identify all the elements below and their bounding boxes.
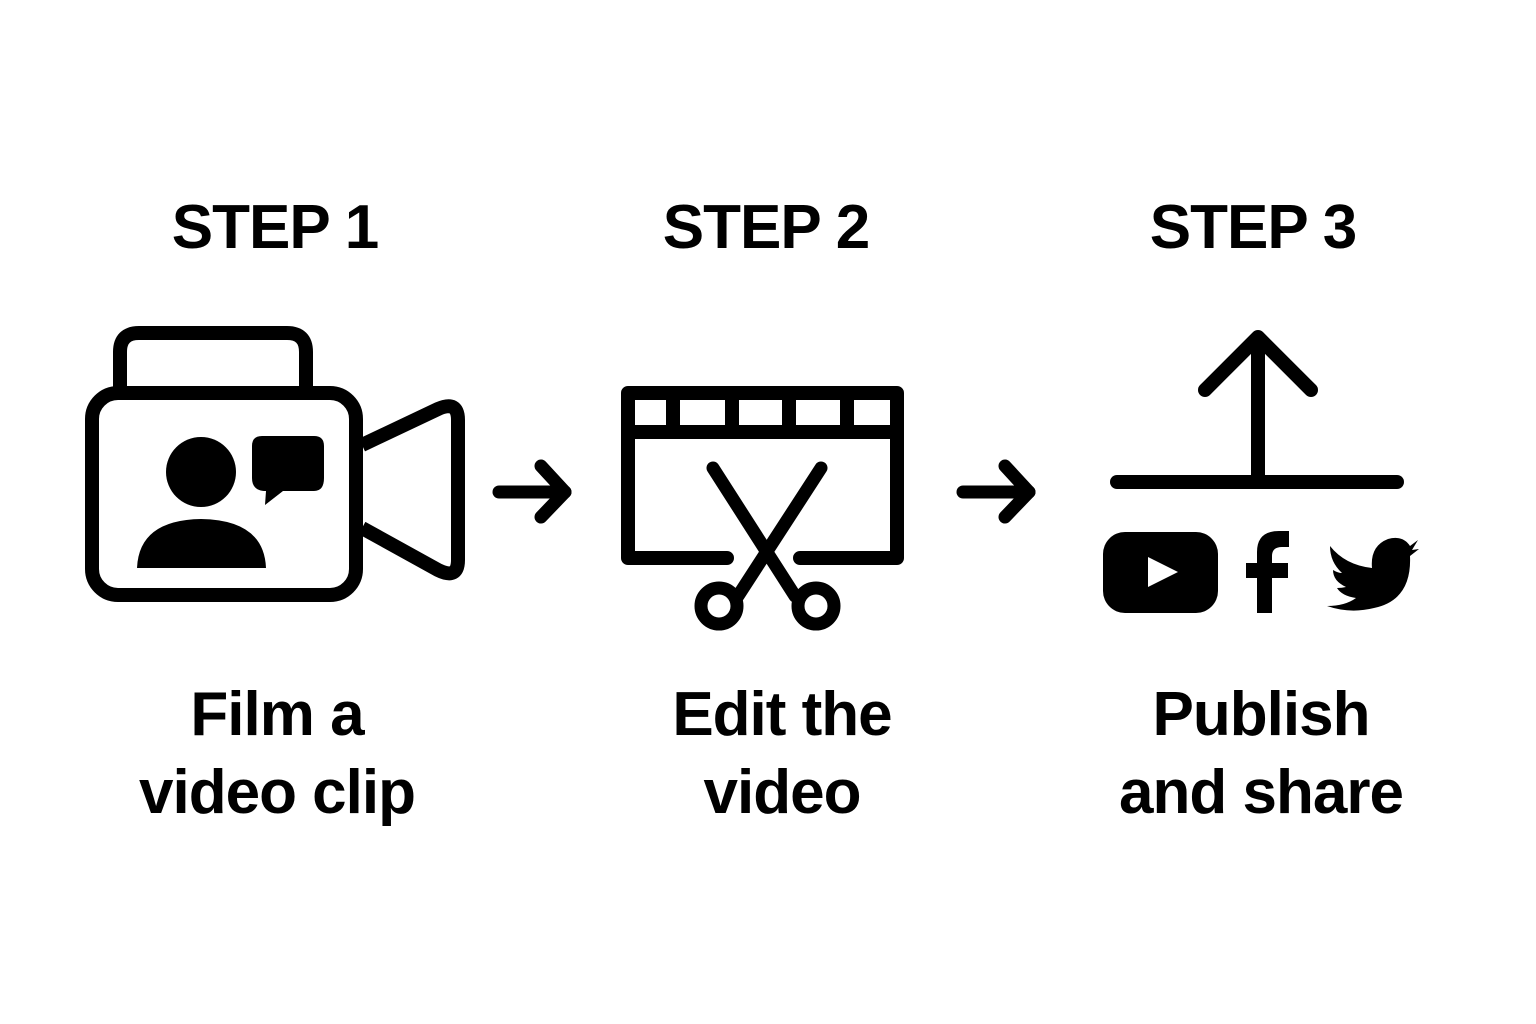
scissor-blade-left bbox=[706, 461, 802, 603]
step-2-caption: Edit the video bbox=[572, 676, 992, 832]
scissor-handle-right bbox=[791, 581, 841, 631]
step-2-title: STEP 2 bbox=[662, 193, 871, 262]
step-2-caption-line2: video bbox=[703, 758, 862, 827]
step-1-caption-line1: Film a bbox=[190, 680, 364, 749]
speech-bubble-icon bbox=[252, 436, 324, 505]
step-3-title: STEP 3 bbox=[1149, 193, 1358, 262]
film-frame bbox=[621, 386, 904, 565]
scissor-blade-right bbox=[731, 461, 828, 603]
camera-handle bbox=[113, 326, 313, 395]
step-1-caption: Film a video clip bbox=[67, 676, 487, 832]
scissor-handle-left bbox=[694, 581, 744, 631]
step-2-caption-line1: Edit the bbox=[672, 680, 892, 749]
person-body-icon bbox=[137, 519, 266, 568]
step-3-caption-line1: Publish bbox=[1152, 680, 1371, 749]
step-3-caption-line2: and share bbox=[1119, 758, 1404, 827]
step-3-caption: Publish and share bbox=[1051, 676, 1471, 832]
step-1-title: STEP 1 bbox=[171, 193, 380, 262]
person-head-icon bbox=[166, 437, 236, 507]
step-1-caption-line2: video clip bbox=[139, 758, 416, 827]
camera-lens bbox=[358, 399, 465, 581]
camera-body bbox=[85, 386, 363, 602]
